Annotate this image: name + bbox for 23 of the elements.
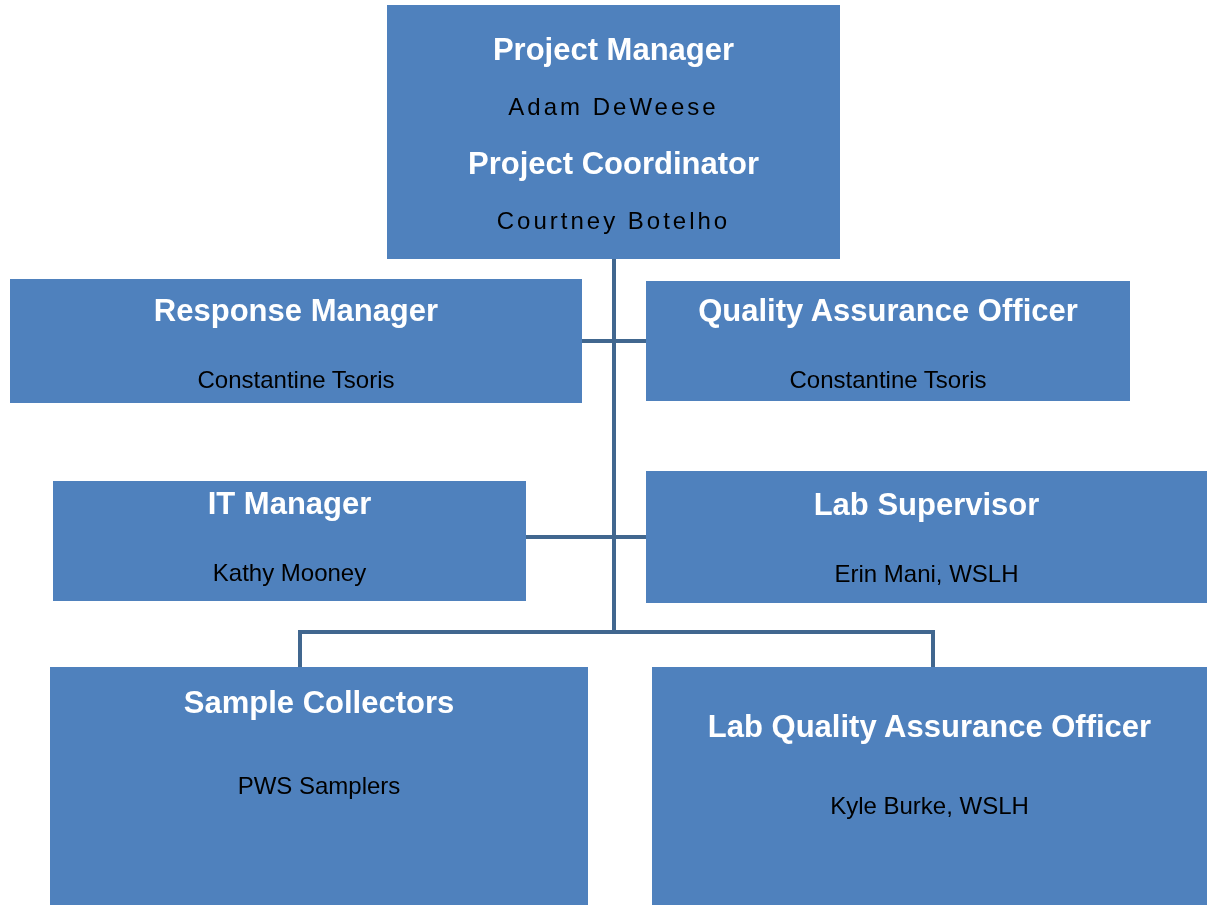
role-box <box>53 481 526 601</box>
person-name: Kathy Mooney <box>212 558 367 588</box>
role-title: Project Manager <box>492 31 735 69</box>
role-box <box>652 667 1207 905</box>
role-box <box>10 279 582 403</box>
person-name: Courtney Botelho <box>496 206 731 236</box>
person-name: Adam DeWeese <box>508 92 719 122</box>
role-title: Quality Assurance Officer <box>698 292 1078 330</box>
person-name: Constantine Tsoris <box>197 365 395 395</box>
role-box <box>646 471 1207 603</box>
person-name: Constantine Tsoris <box>789 365 987 395</box>
person-name: Erin Mani, WSLH <box>834 559 1019 589</box>
role-title: Sample Collectors <box>183 684 455 722</box>
person-name: PWS Samplers <box>237 771 401 801</box>
role-box <box>387 5 840 259</box>
role-box <box>50 667 588 905</box>
role-title: Project Coordinator <box>467 145 760 183</box>
person-name: Kyle Burke, WSLH <box>830 791 1029 821</box>
role-title: Lab Supervisor <box>813 486 1040 524</box>
role-title: Response Manager <box>153 292 439 330</box>
role-box <box>646 281 1130 401</box>
role-title: Lab Quality Assurance Officer <box>707 708 1152 746</box>
role-title: IT Manager <box>207 485 372 523</box>
